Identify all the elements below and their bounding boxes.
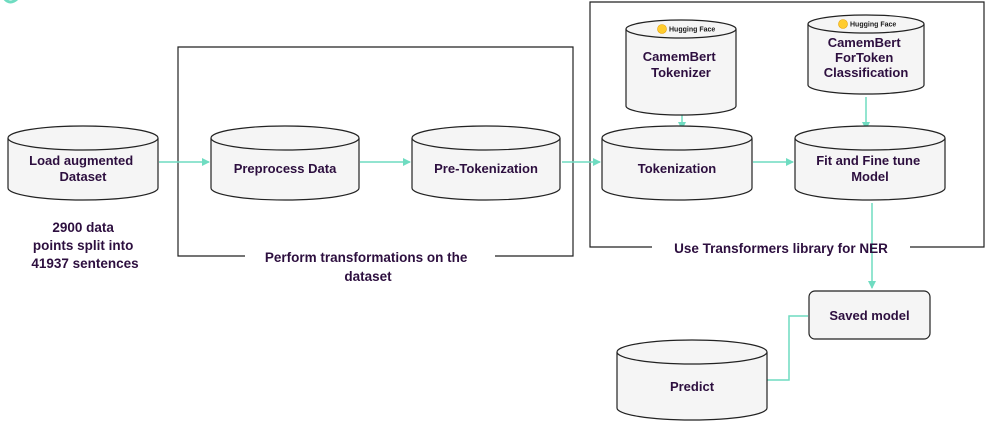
fit-finetune-label: Fit and Fine tune Model <box>816 153 924 184</box>
transformations-group-frame <box>177 46 574 257</box>
tokenization-cylinder: Tokenization <box>601 125 753 201</box>
predict-cylinder: Predict <box>616 339 768 421</box>
hugging-face-emoji-icon <box>657 24 667 34</box>
cropped-heading-fragment <box>3 0 19 4</box>
hugging-face-badge: Hugging Face <box>657 24 715 34</box>
connector-predict-to-saved <box>767 315 808 381</box>
hugging-face-text: Hugging Face <box>669 27 715 34</box>
saved-model-label: Saved model <box>829 308 909 323</box>
camembert-fortoken-cylinder: Hugging Face CamemBert ForToken Classifi… <box>807 14 925 95</box>
preprocess-data-label: Preprocess Data <box>234 161 337 176</box>
preprocess-data-cylinder: Preprocess Data <box>210 125 360 201</box>
camembert-tokenizer-label: CamemBert Tokenizer <box>643 49 720 80</box>
hugging-face-emoji-icon <box>838 19 848 29</box>
load-dataset-label: Load augmented Dataset <box>29 153 137 184</box>
connectors <box>159 97 876 381</box>
load-dataset-cylinder: Load augmented Dataset <box>7 125 159 201</box>
pre-tokenization-cylinder: Pre-Tokenization <box>411 125 561 201</box>
camembert-tokenizer-cylinder: Hugging Face CamemBert Tokenizer <box>625 19 737 116</box>
camembert-fortoken-label: CamemBert ForToken Classification <box>824 35 909 80</box>
dataset-stats-caption: 2900 data points split into 41937 senten… <box>31 220 138 271</box>
fit-finetune-cylinder: Fit and Fine tune Model <box>794 125 946 201</box>
transformers-group-frame <box>589 1 985 248</box>
hugging-face-badge: Hugging Face <box>838 19 896 29</box>
transformers-group-caption: Use Transformers library for NER <box>674 241 888 256</box>
hugging-face-text: Hugging Face <box>850 22 896 29</box>
tokenization-label: Tokenization <box>638 161 717 176</box>
transformations-group-caption: Perform transformations on the dataset <box>265 250 471 284</box>
predict-label: Predict <box>670 379 715 394</box>
pre-tokenization-label: Pre-Tokenization <box>434 161 538 176</box>
saved-model-box: Saved model <box>808 290 931 340</box>
